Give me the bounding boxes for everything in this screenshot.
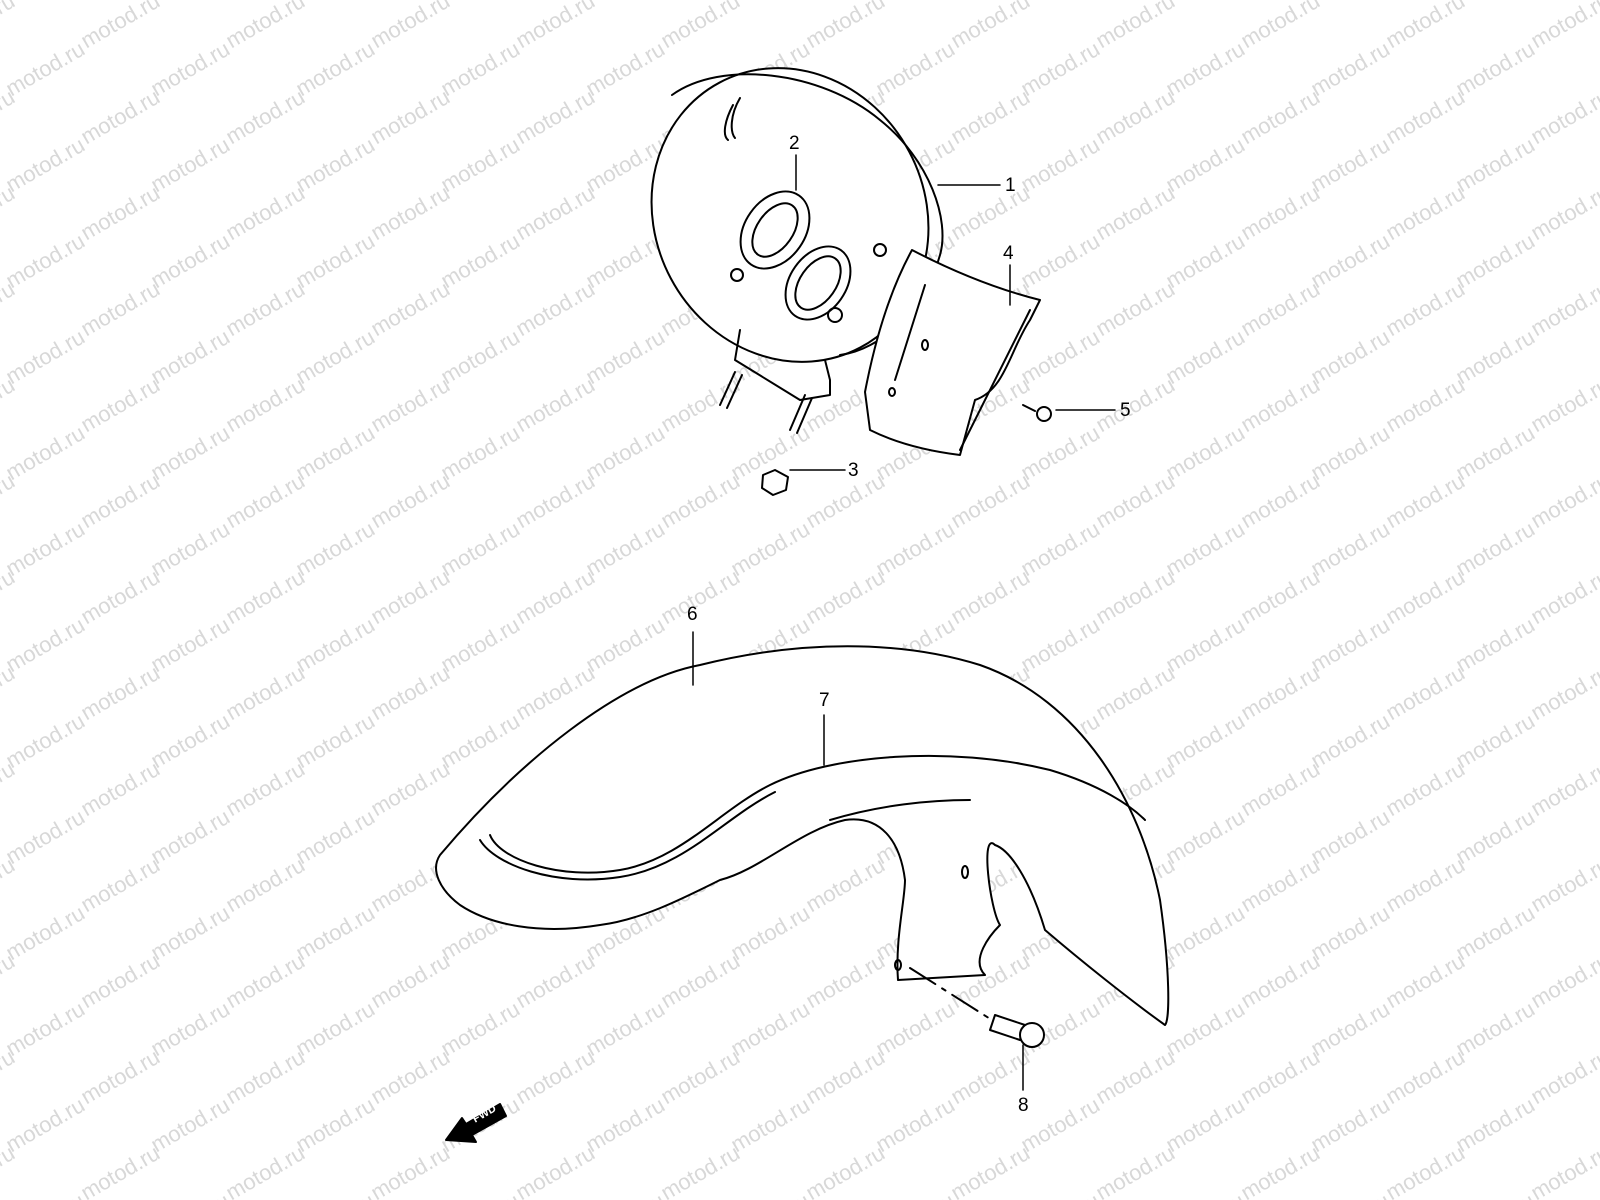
callout-4: 4: [1003, 243, 1014, 264]
callout-5: 5: [1120, 400, 1131, 421]
callout-6: 6: [687, 604, 698, 625]
headlight-housing[interactable]: [600, 19, 979, 434]
bolt[interactable]: [909, 967, 1045, 1048]
front-fender[interactable]: [435, 645, 1170, 1026]
callout-3: 3: [848, 460, 859, 481]
housing-bracket-cover[interactable]: [864, 249, 1041, 456]
stud-right-icon: [789, 394, 813, 434]
nut[interactable]: [761, 469, 789, 496]
screw[interactable]: [1022, 404, 1052, 422]
callout-2: 2: [789, 133, 800, 154]
callout-1: 1: [1005, 175, 1016, 196]
callout-8: 8: [1018, 1095, 1029, 1116]
grommet[interactable]: [726, 178, 887, 331]
callout-7: 7: [819, 690, 830, 711]
stud-left-icon: [719, 371, 743, 409]
fwd-arrow-icon: [445, 1103, 507, 1143]
leader-lines: [692, 154, 1116, 1091]
